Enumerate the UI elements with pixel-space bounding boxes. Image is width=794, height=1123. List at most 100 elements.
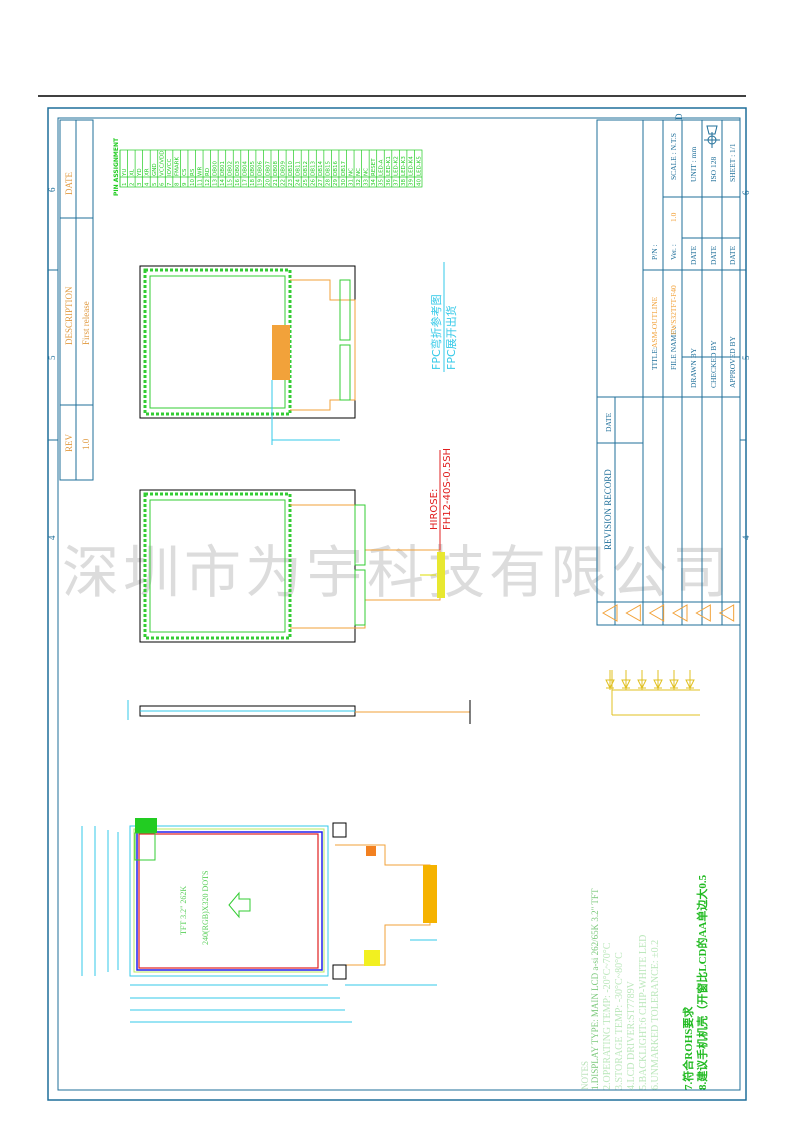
pin-name: DB17 xyxy=(341,160,347,176)
pin-name: DB03 xyxy=(235,160,241,176)
pin-name: DB01 xyxy=(220,161,226,176)
note-item: 3.STORAGE TEMP: -30°C~80°C xyxy=(614,952,625,1090)
pin-name: DB10 xyxy=(288,160,294,176)
pin-name: LED-A xyxy=(379,159,385,176)
note-item: 5.BACKLIGHT:6 CHIP-WHITE LED xyxy=(638,935,649,1090)
rev-value: 1.0 xyxy=(81,438,91,450)
zone-marker: 5 xyxy=(47,355,57,360)
zone-marker: 4 xyxy=(47,535,57,540)
revision-date-label: DATE xyxy=(604,412,613,432)
lcd-rear-view-bent xyxy=(139,265,356,445)
pin-number: 23 xyxy=(288,179,294,186)
pin-name: RESET xyxy=(371,158,377,176)
pin-name: IOVCC xyxy=(167,159,173,176)
zone-marker: D xyxy=(674,113,684,120)
pin-number: 25 xyxy=(303,179,309,186)
revision-triangles xyxy=(601,604,735,622)
pin-number: 30 xyxy=(341,179,347,186)
rev-header: REV xyxy=(64,433,74,452)
projection-label: ISO 128 xyxy=(709,157,718,182)
pin-number: 22 xyxy=(280,179,286,186)
pin-number: 36 xyxy=(386,179,392,186)
sheet-label: SHEET : 1/1 xyxy=(728,143,737,182)
pin-number: 27 xyxy=(318,179,324,186)
revision-triangle-icon xyxy=(601,604,618,622)
pin-number: 40 xyxy=(416,179,422,186)
pin-name: DB02 xyxy=(228,161,234,176)
lcd-type-label: TFT 3.2" 262K xyxy=(179,886,188,935)
pin-number: 29 xyxy=(333,179,339,186)
revision-record-label: REVISION RECORD xyxy=(603,469,613,550)
pin-number: 34 xyxy=(371,179,377,186)
pin-number: 39 xyxy=(409,179,415,186)
pin-number: 24 xyxy=(295,179,301,186)
pin-name: LED-K2 xyxy=(394,156,400,176)
zone-marker: 6 xyxy=(741,190,751,195)
ver-label: Ver. : xyxy=(669,244,678,260)
lcd-front-view xyxy=(81,818,437,1023)
rev-date-header: DATE xyxy=(64,172,74,195)
pin-number: 17 xyxy=(243,179,249,186)
pin-number: 32 xyxy=(356,179,362,186)
zone-marker: 6 xyxy=(47,187,57,192)
pin-number: 14 xyxy=(220,179,226,186)
pin-name: DB04 xyxy=(243,160,249,176)
pin-name: LED-K4 xyxy=(409,156,415,176)
backlight-led-schematic xyxy=(605,670,700,716)
approved-date-label: DATE xyxy=(728,245,737,265)
pin-name: WR xyxy=(197,167,203,176)
pin-assignment-table: 1YU2XL3YD4XR5GND6VCC/VDD7IOVCC8FMARK9CS1… xyxy=(119,149,423,188)
pin-name: NC xyxy=(348,168,354,176)
note-item: 1.DISPLAY TYPE: MAIN LCD a-si 262/65K 3.… xyxy=(590,888,600,1090)
fpc-bend-note: FPC弯折参考图 xyxy=(429,294,443,370)
lcd-resolution-label: 240(RGB)X320 DOTS xyxy=(201,871,210,945)
pin-number: 26 xyxy=(311,179,317,186)
pin-number: 12 xyxy=(205,179,211,186)
pin-number: 19 xyxy=(258,179,264,186)
pin-assignment-title: PIN ASSIGNMENT xyxy=(113,137,120,196)
pin-name: NC xyxy=(356,168,362,176)
pin-name: DB12 xyxy=(303,161,309,176)
pin-number: 33 xyxy=(363,179,369,186)
pin-name: VCC/VDD xyxy=(160,150,166,176)
notes: NOTES 1.DISPLAY TYPE: MAIN LCD a-si 262/… xyxy=(580,874,709,1090)
connector-brand: HIROSE: xyxy=(429,489,440,530)
connector-part-number: FH12-40S-0.5SH xyxy=(442,448,453,530)
pin-number: 21 xyxy=(273,179,279,186)
pin-name: DB15 xyxy=(326,160,332,176)
pin-name: YD xyxy=(137,168,143,177)
pin-number: 20 xyxy=(265,179,271,186)
pin-number: 18 xyxy=(250,179,256,186)
revision-triangle-icon xyxy=(648,604,665,622)
pin-name: DB06 xyxy=(258,160,264,176)
pin-name: DB08 xyxy=(273,160,279,176)
scale-label: SCALE : N.T.S xyxy=(669,133,678,180)
pin-name: GND xyxy=(152,163,158,176)
ver-value: 1.0 xyxy=(669,212,678,222)
drawn-date-label: DATE xyxy=(689,245,698,265)
pin-name: DB14 xyxy=(318,160,324,176)
title-label: TITLE: xyxy=(650,347,659,370)
pin-name: LED-K1 xyxy=(386,156,392,176)
notes-title: NOTES xyxy=(580,1061,590,1090)
fpc-unfold-note: FPC展开出货 xyxy=(444,305,458,370)
file-name-label: FILE NAME : xyxy=(669,326,678,370)
pin-number: 15 xyxy=(228,179,234,186)
lcd-rear-view-unfolded xyxy=(139,489,445,643)
pin-name: DB05 xyxy=(250,160,256,176)
pin-number: 38 xyxy=(401,179,407,186)
pin-number: 31 xyxy=(348,179,354,186)
checked-date-label: DATE xyxy=(709,245,718,265)
unit-label: UNIT : mm xyxy=(689,147,698,182)
watermark: 深圳市为宇科技有限公司 xyxy=(62,540,733,606)
note-item: 2.OPERATING TEMP: -20°C~70°C xyxy=(602,942,613,1090)
pin-number: 10 xyxy=(190,179,196,186)
zone-ticks xyxy=(48,269,746,441)
title-value: ASM-OUTLINE xyxy=(650,296,659,348)
zone-marker: 5 xyxy=(741,355,751,360)
pn-label: P/N : xyxy=(650,244,659,260)
pin-name: DB13 xyxy=(311,160,317,176)
revision-triangle-icon xyxy=(671,604,688,622)
pin-name: LED-K3 xyxy=(401,156,407,176)
pin-number: 8 xyxy=(175,182,181,186)
